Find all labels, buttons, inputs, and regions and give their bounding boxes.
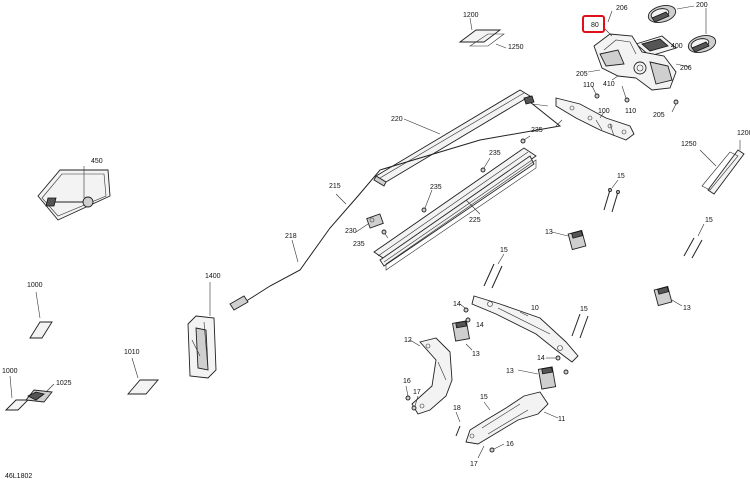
callout-1000-low[interactable]: 1000: [2, 368, 18, 375]
callout-235-bottom[interactable]: 235: [353, 241, 365, 248]
callout-13-mid[interactable]: 13: [472, 351, 480, 358]
callout-200[interactable]: 200: [696, 2, 708, 9]
callout-13-low[interactable]: 13: [506, 368, 514, 375]
callout-80-highlight: [582, 15, 605, 33]
callout-10[interactable]: 10: [531, 305, 539, 312]
callout-400[interactable]: 400: [671, 43, 683, 50]
seal-strip-220[interactable]: [373, 89, 531, 187]
callout-235-top[interactable]: 235: [531, 127, 543, 134]
mirror-assembly-left[interactable]: [646, 3, 677, 26]
callout-80[interactable]: 80: [591, 22, 599, 29]
callout-14-top[interactable]: 14: [453, 301, 461, 308]
callout-15-mid[interactable]: 15: [500, 247, 508, 254]
callout-15-top[interactable]: 15: [617, 173, 625, 180]
callout-235-mid[interactable]: 235: [489, 150, 501, 157]
callout-205-right[interactable]: 205: [653, 112, 665, 119]
callout-15-lever[interactable]: 15: [580, 306, 588, 313]
callout-13-top[interactable]: 13: [545, 229, 553, 236]
callout-230[interactable]: 230: [345, 228, 357, 235]
callout-14-low[interactable]: 14: [537, 355, 545, 362]
callout-100[interactable]: 100: [598, 108, 610, 115]
lever-12[interactable]: [411, 337, 453, 415]
callout-110-left[interactable]: 110: [583, 82, 594, 89]
callout-1010[interactable]: 1010: [124, 349, 140, 356]
connector-230[interactable]: [366, 213, 384, 229]
knob-13-right[interactable]: [653, 285, 673, 307]
callout-13-right[interactable]: 13: [683, 305, 691, 312]
lever-10[interactable]: [471, 295, 579, 363]
callout-12[interactable]: 12: [404, 337, 412, 344]
callout-1250-top[interactable]: 1250: [508, 44, 524, 51]
callout-16-left[interactable]: 16: [403, 378, 411, 385]
lever-11[interactable]: [465, 391, 549, 445]
mirror-glass-left[interactable]: [458, 17, 507, 49]
callout-16-right[interactable]: 16: [506, 441, 514, 448]
module-1400[interactable]: [187, 315, 217, 379]
bracket-100[interactable]: [555, 97, 635, 141]
callout-15-bottom[interactable]: 15: [480, 394, 488, 401]
pins-15-right-lower[interactable]: [683, 223, 705, 259]
pins-15-right-upper[interactable]: [603, 179, 620, 213]
pins-15-lever[interactable]: [571, 313, 589, 339]
light-1025[interactable]: [25, 389, 53, 403]
diagram-reference-code: 46L1802: [5, 473, 32, 480]
knob-13-upper[interactable]: [567, 229, 587, 251]
callout-15-right[interactable]: 15: [705, 217, 713, 224]
callout-215[interactable]: 215: [329, 183, 341, 190]
callout-1200-right[interactable]: 1200: [737, 130, 750, 137]
mirror-bracket-400[interactable]: [635, 35, 677, 57]
track-rail-225[interactable]: [373, 147, 537, 271]
callout-1025[interactable]: 1025: [56, 380, 72, 387]
console-housing-80[interactable]: [593, 33, 677, 91]
wire-harness-215[interactable]: [229, 95, 563, 311]
callout-18[interactable]: 18: [453, 405, 461, 412]
callout-110-right[interactable]: 110: [625, 108, 636, 115]
reflector-1000-lower[interactable]: [4, 399, 30, 411]
callout-218[interactable]: 218: [285, 233, 297, 240]
callout-11[interactable]: 11: [558, 416, 565, 423]
callout-205-top[interactable]: 205: [576, 71, 588, 78]
callout-206-top[interactable]: 206: [616, 5, 628, 12]
callout-225[interactable]: 225: [469, 217, 481, 224]
callout-1400[interactable]: 1400: [205, 273, 221, 280]
callout-220[interactable]: 220: [391, 116, 403, 123]
callout-410[interactable]: 410: [603, 81, 615, 88]
callout-1200-top[interactable]: 1200: [463, 12, 479, 19]
callout-1000-top[interactable]: 1000: [27, 282, 43, 289]
reflector-1000-upper[interactable]: [29, 321, 53, 339]
detail-box-450[interactable]: [37, 169, 111, 221]
callout-17-right[interactable]: 17: [470, 461, 478, 468]
callout-14-mid[interactable]: 14: [476, 322, 484, 329]
callout-450[interactable]: 450: [91, 158, 103, 165]
callout-206-right[interactable]: 206: [680, 65, 692, 72]
reflector-1010[interactable]: [127, 379, 159, 395]
mirror-glass-right[interactable]: [699, 140, 745, 195]
pins-15-middle[interactable]: [483, 253, 505, 289]
callout-17-left[interactable]: 17: [413, 389, 421, 396]
mirror-assembly-right[interactable]: [686, 33, 717, 56]
callout-1250-right[interactable]: 1250: [681, 141, 697, 148]
knob-13-mid[interactable]: [452, 320, 470, 342]
knob-13-lower[interactable]: [537, 366, 557, 390]
callout-235-low[interactable]: 235: [430, 184, 442, 191]
